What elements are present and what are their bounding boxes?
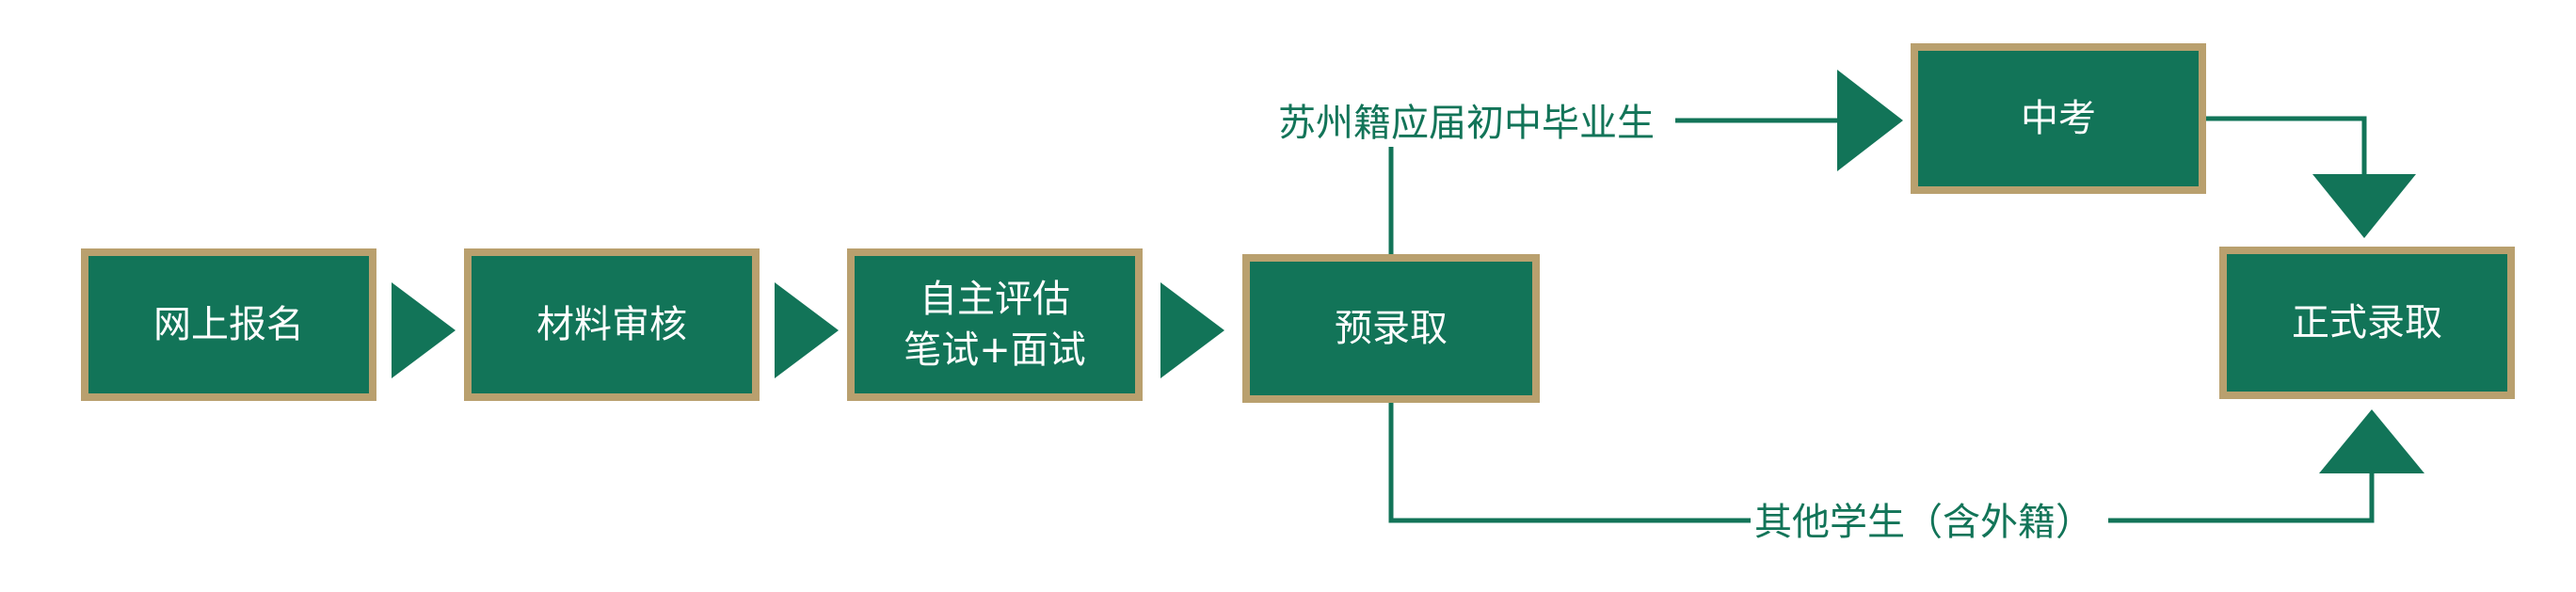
node-self-assessment-line2: 笔试+面试 <box>904 328 1086 372</box>
node-online-application-label: 网上报名 <box>153 303 304 346</box>
arrow-local-to-exam <box>1837 70 1903 171</box>
node-online-application: 网上报名 <box>81 248 376 401</box>
arrow-assess-to-pre <box>1160 282 1224 378</box>
node-high-school-exam-label: 中考 <box>2021 97 2096 140</box>
node-material-review: 材料审核 <box>464 248 760 401</box>
node-self-assessment: 自主评估 笔试+面试 <box>847 248 1143 401</box>
branch-label-other-students: 其他学生（含外籍） <box>1751 499 2097 546</box>
arrow-review-to-assess <box>775 282 839 378</box>
arrow-apply-to-review <box>392 282 456 378</box>
node-high-school-exam: 中考 <box>1911 43 2206 194</box>
connector-exam-to-final <box>2204 116 2367 179</box>
branch-label-local-students: 苏州籍应届初中毕业生 <box>1274 100 1658 147</box>
connector-pre-down <box>1388 403 1751 523</box>
node-material-review-label: 材料审核 <box>536 303 687 346</box>
node-final-admission-label: 正式录取 <box>2292 301 2442 344</box>
connector-other-to-final <box>2108 471 2375 523</box>
arrow-other-to-final <box>2319 409 2424 473</box>
node-pre-admission: 预录取 <box>1242 254 1540 403</box>
node-final-admission: 正式录取 <box>2219 247 2515 399</box>
node-pre-admission-label: 预录取 <box>1335 307 1448 350</box>
node-self-assessment-line1: 自主评估 <box>920 278 1070 321</box>
arrow-exam-to-final <box>2312 174 2416 238</box>
